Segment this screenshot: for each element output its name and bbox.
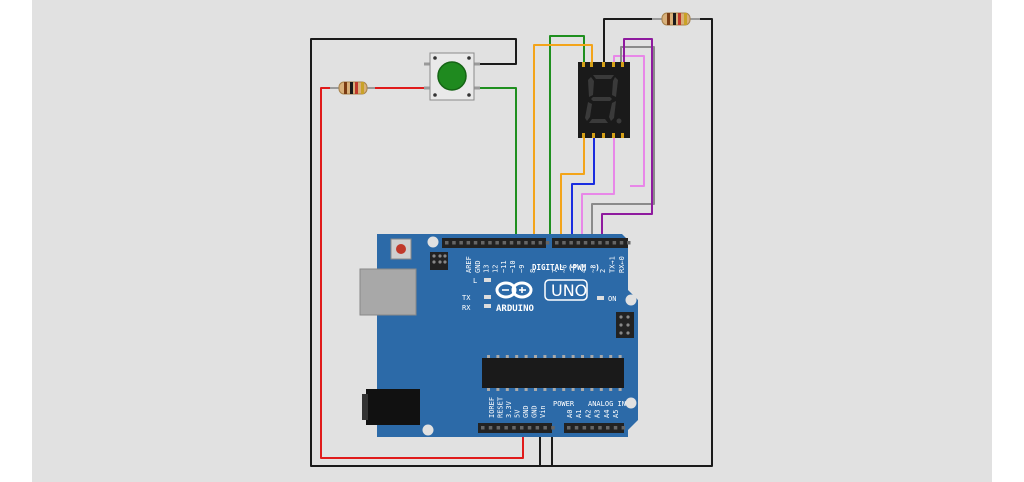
led-rx-label: RX [462,304,471,312]
wire-gray-display-pin3[interactable] [591,46,655,238]
digital-pin-label-15: RX←0 [618,256,626,273]
power-pin-label-4: GND [522,405,530,418]
digital-pin-label-9: ~6 [561,265,569,273]
power-pin-label-2: 3.3V [505,400,513,418]
atmega-chip [482,358,624,388]
led-tx-label: TX [462,294,471,302]
power-label: POWER [553,400,575,408]
button-cap[interactable] [437,61,467,91]
wire-green-button-pin10[interactable] [480,87,517,238]
usb-port [359,268,417,316]
wire-red-5v[interactable] [320,87,524,459]
digital-header-label: DIGITAL (PWM ~) [532,263,600,272]
push-button[interactable] [424,52,480,101]
brand-label: ARDUINO [496,304,535,314]
wire-black-display-resistor[interactable] [603,18,652,62]
wire-blue-display-pin5[interactable] [571,138,595,238]
wire-green-display-pin7[interactable] [549,35,585,238]
led-l-label: L [473,277,477,285]
segments [585,75,622,124]
resistor-top[interactable] [652,12,700,26]
power-pin-label-3: 5V [514,409,522,418]
wire-orange-display-pin6[interactable] [560,138,585,238]
arduino-logo [495,281,533,299]
wire-pink-display-pin3[interactable] [581,138,615,238]
seven-segment-display[interactable] [578,62,630,138]
analog-pin-label-1: A1 [575,410,583,418]
led-on-label: ON [608,295,616,303]
analog-pin-label-0: A0 [566,410,574,418]
wire-purple-display-pin2[interactable] [601,38,653,238]
digital-pin-label-14: TX→1 [609,256,617,273]
digital-pin-label-1: GND [474,260,482,273]
wire-orange-display-pin8[interactable] [533,44,593,238]
analog-pin-label-3: A3 [594,410,602,418]
power-pin-label-1: RESET [497,396,505,418]
digital-pin-label-5: ~10 [509,260,517,273]
digital-pin-label-13: 2 [599,269,607,273]
digital-pin-label-8: 7 [551,269,559,273]
model-label: UNO [551,281,587,300]
digital-pin-label-2: 13 [483,265,491,273]
wire-black-resistor-gnd[interactable] [539,18,713,467]
power-jack [366,389,420,425]
digital-pin-label-7: 8 [529,269,537,273]
power-pin-label-5: GND [531,405,539,418]
digital-pin-label-12: ~3 [589,265,597,273]
wires [310,18,713,467]
arduino-uno[interactable] [359,234,638,437]
wire-pink-display-pin4[interactable] [613,55,645,187]
analog-pin-label-2: A2 [584,410,592,418]
digital-pin-label-6: ~9 [518,265,526,273]
resistor-left[interactable] [330,81,375,95]
analog-label: ANALOG IN [588,400,626,408]
analog-pin-label-4: A4 [603,410,611,418]
digital-pin-label-11: 4 [580,269,588,273]
digital-pin-label-4: ~11 [500,260,508,273]
power-pin-label-6: Vin [539,405,547,418]
analog-pin-label-5: A5 [612,410,620,418]
digital-pin-label-10: ~5 [570,265,578,273]
digital-pin-label-0: AREF [465,256,473,273]
digital-pin-label-3: 12 [491,265,499,273]
power-pin-label-0: IOREF [488,397,496,418]
